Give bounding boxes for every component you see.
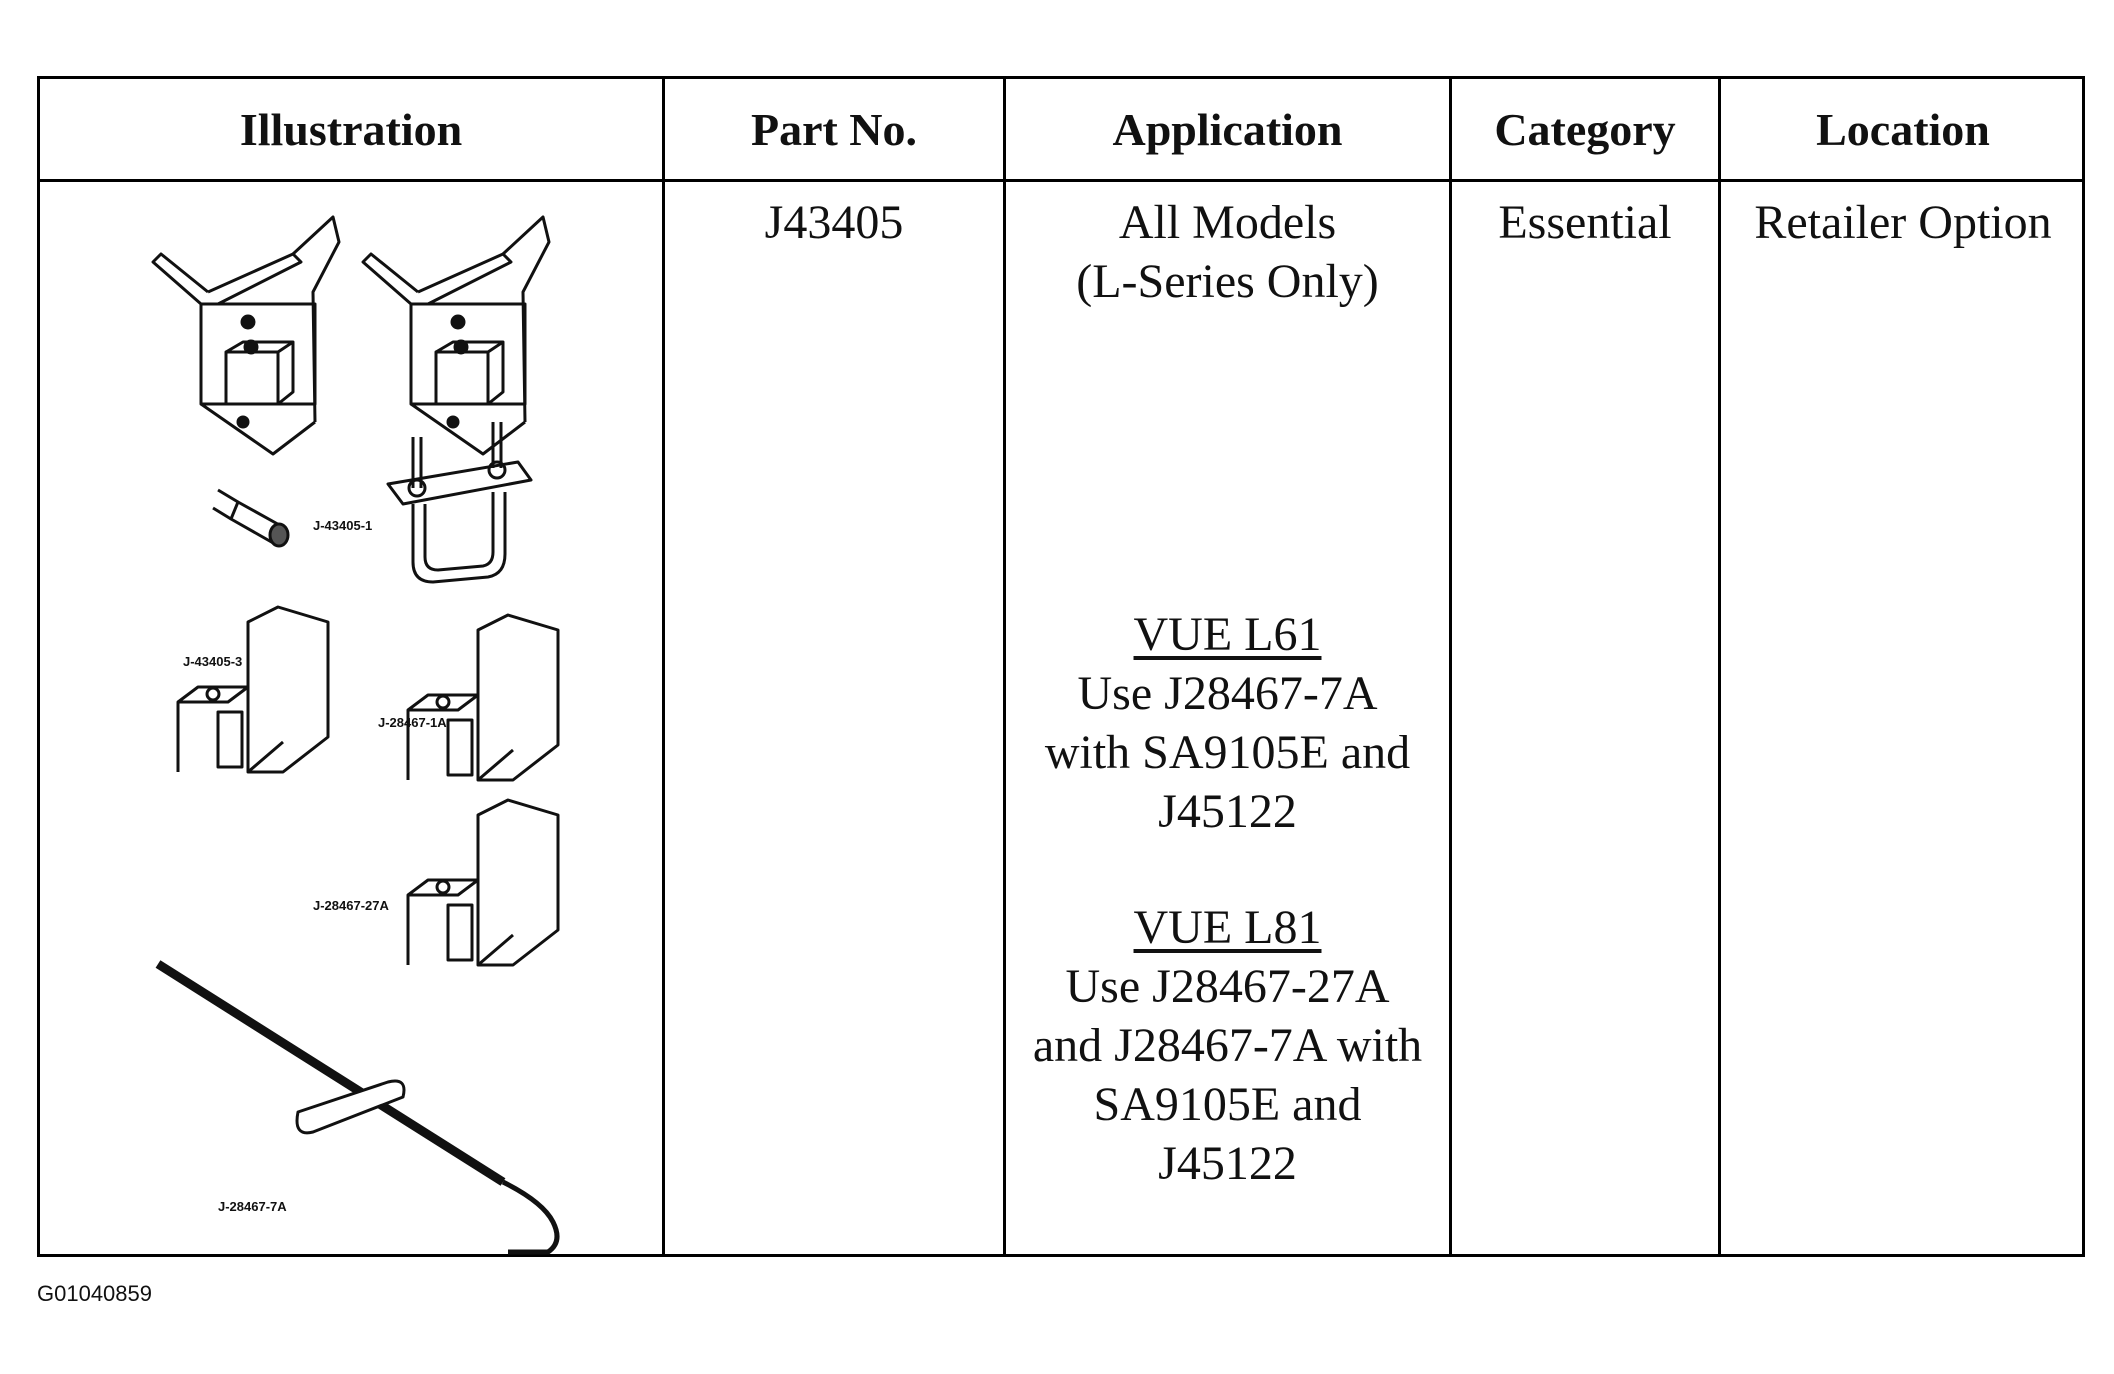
vue-l81-line: Use J28467-27A (1065, 960, 1390, 1013)
bracket-left (151, 215, 341, 456)
col-divider (1718, 79, 1721, 1254)
label-rod: J-28467-7A (218, 1199, 287, 1214)
label-bracket: J-43405-1 (313, 518, 372, 533)
figure-code: G01040859 (37, 1281, 152, 1306)
rod-tool (155, 960, 560, 1255)
vue-l61-line: Use J28467-7A (1077, 667, 1378, 720)
hook-block-left (176, 605, 330, 774)
pin-tool (212, 488, 290, 548)
label-hook-blocks: J-28467-27A (313, 898, 389, 913)
col-divider (1449, 79, 1452, 1254)
vue-l61-line: J45122 (1158, 785, 1297, 838)
vue-l61-title: VUE L61 (1133, 608, 1322, 661)
application-vue-l81: VUE L81 Use J28467-27A and J28467-7A wit… (1006, 898, 1449, 1193)
header-illustration: Illustration (239, 103, 463, 155)
bracket-right (361, 215, 551, 456)
header-category: Category (1494, 103, 1676, 155)
header-location: Location (1816, 103, 1990, 155)
vue-l81-line: and J28467-7A with (1032, 1019, 1423, 1072)
application-vue-l61: VUE L61 Use J28467-7A with SA9105E and J… (1006, 605, 1449, 841)
label-pin: J-43405-3 (183, 654, 242, 669)
vue-l81-line: SA9105E and (1093, 1078, 1362, 1131)
label-u-bolt: J-28467-1A (378, 715, 447, 730)
col-divider (1003, 79, 1006, 1254)
u-bolt-tool (386, 422, 533, 584)
header-divider (40, 179, 2082, 182)
part-number: J43405 (764, 196, 904, 249)
application-cell: All Models (L-Series Only) (1006, 193, 1449, 311)
application-l-series: (L-Series Only) (1076, 255, 1379, 308)
vue-l81-line: J45122 (1158, 1137, 1297, 1190)
hook-block-lower (406, 798, 560, 967)
header-part-no: Part No. (750, 103, 918, 155)
vue-l81-title: VUE L81 (1133, 901, 1322, 954)
tool-table: Illustration Part No. Application Catego… (37, 76, 2085, 1257)
hook-block-right (406, 613, 560, 782)
category-value: Essential (1498, 196, 1672, 249)
col-divider (662, 79, 665, 1254)
header-application: Application (1112, 103, 1343, 155)
location-value: Retailer Option (1754, 196, 2052, 249)
application-all-models: All Models (1118, 196, 1337, 249)
tool-illustration: J-43405-1 J-43405-3 J-28467-1A J-28467-2… (151, 215, 560, 1255)
vue-l61-line: with SA9105E and (1044, 726, 1411, 779)
